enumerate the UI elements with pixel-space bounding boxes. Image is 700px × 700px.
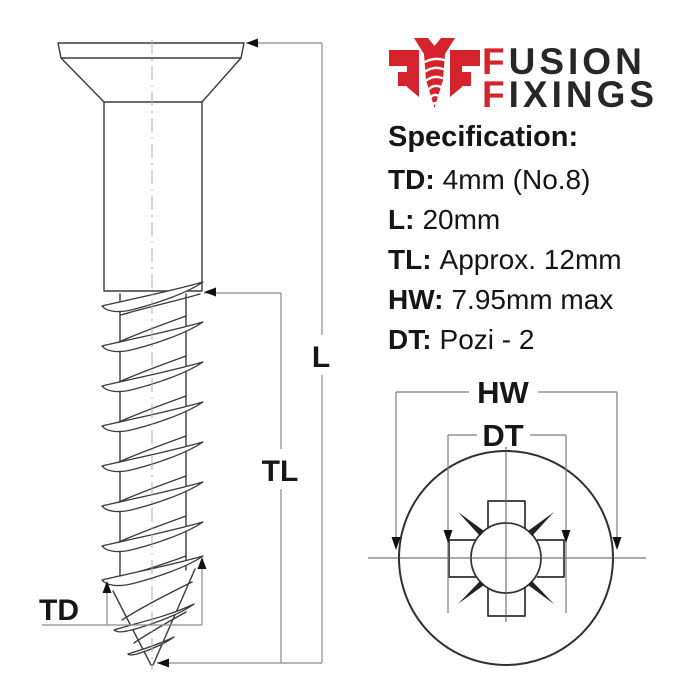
spec-value-l: 20mm [422, 204, 501, 235]
arrowhead-HW-left [391, 537, 401, 550]
arrowhead-HW-right [612, 537, 622, 550]
spec-value-hw: 7.95mm max [451, 284, 614, 315]
arrowhead-DT-right [561, 530, 571, 543]
spec-label-td: TD: [388, 164, 435, 195]
spec-value-dt: Pozi - 2 [439, 324, 535, 355]
label-TL: TL [262, 455, 299, 488]
spec-label-l: L: [388, 204, 415, 235]
brand-line1: FUSION [482, 43, 658, 80]
arrowhead-DT-left [443, 530, 453, 543]
pozi-spike-upper-left [458, 512, 484, 536]
arrowhead-TL [204, 287, 216, 297]
screw-head-front-view [368, 447, 646, 666]
specification-panel: Specification: TD:4mm (No.8) L:20mm TL:A… [388, 122, 622, 360]
brand-wordmark: FUSION FIXINGS [482, 43, 658, 113]
arrowhead-tip [157, 658, 169, 668]
spec-row-hw: HW:7.95mm max [388, 280, 622, 320]
spec-row-dt: DT:Pozi - 2 [388, 320, 622, 360]
brand-line2-initial: F [482, 74, 509, 115]
arrowhead-L [246, 38, 258, 48]
specification-heading: Specification: [388, 121, 579, 153]
logo-screw-threads [423, 57, 446, 107]
spec-value-td: 4mm (No.8) [442, 164, 591, 195]
brand-line2-rest: IXINGS [508, 74, 659, 115]
logo-screw-slot [428, 38, 441, 46]
spec-row-td: TD:4mm (No.8) [388, 160, 622, 200]
screw-side-view [57, 40, 245, 670]
pozi-spike-lower-left [458, 581, 484, 604]
pozi-spike-lower-right [528, 581, 554, 604]
dimension-HW: HW [391, 375, 622, 550]
spec-label-tl: TL: [388, 244, 432, 275]
spec-row-tl: TL:Approx. 12mm [388, 240, 622, 280]
spec-label-dt: DT: [388, 324, 432, 355]
brand-line1-initial: F [482, 41, 509, 82]
spec-value-tl: Approx. 12mm [439, 244, 622, 275]
dimension-baseline [157, 658, 322, 668]
label-DT: DT [482, 418, 523, 453]
spec-row-l: L:20mm [388, 200, 622, 240]
label-TD: TD [39, 594, 79, 627]
label-L: L [312, 341, 330, 374]
brand-line2: FIXINGS [482, 76, 658, 113]
dimension-L: L [246, 38, 338, 663]
brand-line1-rest: USION [508, 41, 646, 82]
screw-shank [103, 101, 203, 292]
arrowhead-TD-right [197, 557, 207, 569]
spec-label-hw: HW: [388, 284, 444, 315]
fusion-fixings-logo-icon [389, 38, 480, 108]
dimension-TL: TL [204, 287, 305, 663]
screw-head [57, 42, 245, 103]
dimension-TD: TD [39, 557, 207, 627]
arrowhead-TD-left [102, 581, 112, 593]
dimension-DT: DT [443, 418, 571, 613]
pozi-spike-upper-right [528, 512, 554, 536]
label-HW: HW [477, 375, 529, 410]
